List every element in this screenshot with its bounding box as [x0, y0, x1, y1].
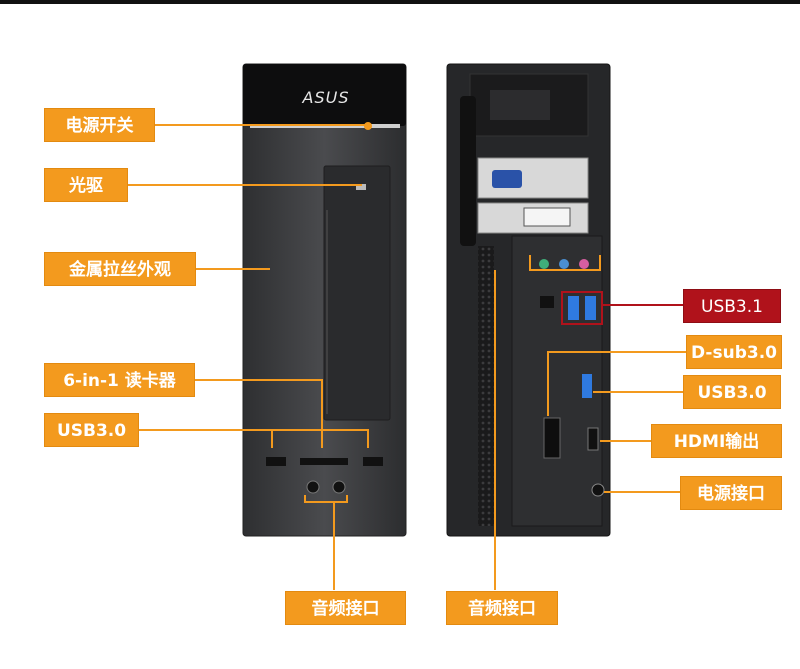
front-usb-port-right [363, 457, 383, 466]
label-power-port: 电源接口 [680, 476, 782, 510]
label-optical-drive: 光驱 [44, 168, 128, 202]
power-port [591, 483, 605, 497]
label-power-switch: 电源开关 [44, 108, 155, 142]
label-dsub: D-sub3.0 [686, 335, 782, 369]
side-handle [460, 96, 476, 246]
front-usb-port-left [266, 457, 286, 466]
front-audio-jack-2 [332, 480, 346, 494]
front-case: ASUS [242, 63, 407, 537]
label-card-reader: 6-in-1 读卡器 [44, 363, 195, 397]
usb31-port-2 [585, 296, 596, 320]
vent-grille [478, 246, 494, 526]
label-hdmi: HDMI输出 [651, 424, 782, 458]
usb31-port-1 [568, 296, 579, 320]
leader-lines [128, 124, 686, 590]
label-audio-front: 音频接口 [285, 591, 406, 625]
label-metal-brushed: 金属拉丝外观 [44, 252, 196, 286]
front-glossy-top [243, 64, 406, 126]
usb30-back-port [582, 374, 592, 398]
brand-logo: ASUS [302, 88, 350, 107]
audio-jack-blue [559, 259, 569, 269]
dvi-port [523, 207, 571, 227]
top-bar [0, 0, 800, 4]
back-case [446, 63, 611, 537]
label-usb31: USB3.1 [683, 289, 781, 323]
label-usb30-back: USB3.0 [683, 375, 781, 409]
hdmi-port [587, 427, 599, 451]
vga-port [492, 170, 522, 188]
audio-jack-pink [579, 259, 589, 269]
optical-drive-bay [323, 165, 391, 421]
card-reader-slot [300, 458, 348, 465]
label-audio-back: 音频接口 [446, 591, 558, 625]
front-audio-jack-1 [306, 480, 320, 494]
label-usb30-front: USB3.0 [44, 413, 139, 447]
dsub-port [543, 417, 561, 459]
audio-jack-green [539, 259, 549, 269]
lan-port [540, 296, 554, 308]
drive-eject-button [356, 184, 366, 190]
